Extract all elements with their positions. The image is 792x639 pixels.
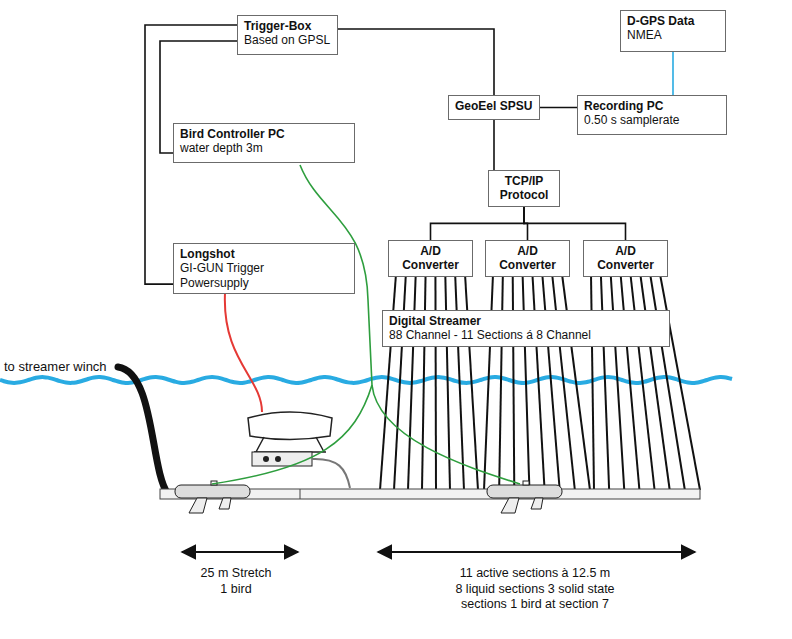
process-box: Digital Streamer88 Channel - 11 Sections… [382, 310, 670, 347]
channel-wire [562, 274, 590, 490]
gi-gun [248, 412, 350, 488]
process-box: A/D Converter [388, 240, 473, 277]
signal-line [338, 29, 494, 95]
box-heading: A/D Converter [398, 244, 464, 273]
process-box: A/D Converter [583, 240, 668, 277]
box-heading: TCP/IP Protocol [495, 174, 553, 203]
water-surface [0, 377, 732, 383]
channel-wire [621, 274, 640, 490]
channel-wire [552, 274, 575, 490]
box-text: 88 Channel - 11 Sections á 8 Channel [389, 328, 663, 342]
box-heading: Longshot [180, 247, 348, 261]
channel-wire [660, 274, 700, 490]
channel-wire [542, 274, 559, 490]
process-box: A/D Converter [485, 240, 570, 277]
channel-wire [601, 274, 609, 490]
bird-2 [487, 481, 562, 513]
box-text: water depth 3m [180, 141, 348, 155]
annotation-label: to streamer winch [4, 359, 116, 375]
box-text: NMEA [627, 28, 719, 42]
channel-wire [434, 274, 437, 490]
dimension-arrow [378, 551, 695, 553]
channel-wire [630, 274, 654, 490]
process-box: D-GPS DataNMEA [620, 10, 726, 52]
process-box: Recording PC0.50 s samplerate [577, 95, 727, 135]
box-heading: D-GPS Data [627, 14, 719, 28]
signal-line [431, 207, 525, 240]
section-joint [300, 489, 301, 499]
box-text: 0.50 s samplerate [584, 113, 720, 127]
signal-line [540, 107, 577, 109]
channel-wire [523, 274, 530, 490]
channel-wires [380, 274, 700, 490]
channel-wire [513, 274, 515, 490]
channel-wire [465, 274, 478, 490]
trigger-cable [225, 293, 262, 412]
box-text: Based on GPSL [244, 33, 331, 47]
annotation-label: 11 active sections à 12.5 m 8 liquid sec… [455, 566, 615, 613]
channel-wire [484, 274, 493, 490]
dimension-arrow [182, 551, 298, 553]
process-box: LongshotGI-GUN Trigger Powersupply [173, 243, 355, 294]
box-heading: A/D Converter [495, 244, 561, 273]
process-box: GeoEel SPSU [448, 95, 540, 120]
process-box: Bird Controller PCwater depth 3m [173, 123, 355, 163]
signal-line [493, 120, 495, 170]
channel-wire [532, 274, 544, 490]
box-heading: Bird Controller PC [180, 127, 348, 141]
annotation-label: 25 m Stretch 1 bird [196, 566, 276, 597]
bird-1 [175, 481, 250, 513]
box-text: GI-GUN Trigger Powersupply [180, 261, 280, 290]
channel-wire [422, 274, 426, 490]
box-heading: Recording PC [584, 99, 720, 113]
box-heading: Digital Streamer [389, 314, 663, 328]
channel-wire [455, 274, 464, 490]
channel-wire [499, 274, 503, 490]
process-box: TCP/IP Protocol [488, 170, 560, 207]
process-box: Trigger-BoxBased on GPSL [237, 15, 338, 55]
channel-wire [408, 274, 416, 490]
channel-wire [380, 274, 396, 490]
signal-line [672, 52, 674, 95]
signal-line [524, 207, 626, 240]
channel-wire [611, 274, 625, 490]
channel-wire [394, 274, 406, 490]
box-heading: A/D Converter [593, 244, 659, 273]
bird-cable [212, 385, 372, 484]
box-heading: Trigger-Box [244, 19, 331, 33]
water-line [0, 377, 732, 383]
box-heading: GeoEel SPSU [455, 99, 533, 113]
channel-wire [591, 274, 594, 490]
winch-cable [118, 367, 168, 494]
